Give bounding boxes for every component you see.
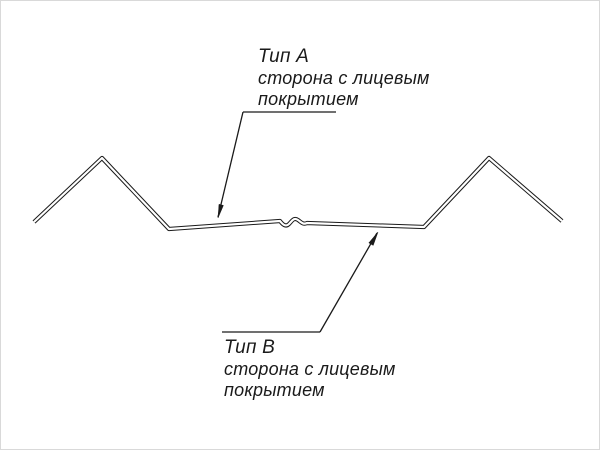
label-type-a: Тип А сторона с лицевым покрытием <box>258 46 430 110</box>
leader-b-line <box>319 232 378 333</box>
label-type-b-line1: сторона с лицевым <box>224 359 396 379</box>
label-type-b-line2: покрытием <box>224 380 325 400</box>
label-type-a-line2: покрытием <box>258 89 359 109</box>
label-type-b-title: Тип В <box>224 337 275 358</box>
leader-a-arrowhead <box>217 203 224 219</box>
label-type-a-line1: сторона с лицевым <box>258 68 430 88</box>
label-type-a-title: Тип А <box>258 46 309 67</box>
leader-b-arrowhead <box>368 231 379 246</box>
sheet-profile-core <box>33 156 563 231</box>
leader-a-line <box>217 111 244 218</box>
label-type-b: Тип В сторона с лицевым покрытием <box>224 337 396 401</box>
